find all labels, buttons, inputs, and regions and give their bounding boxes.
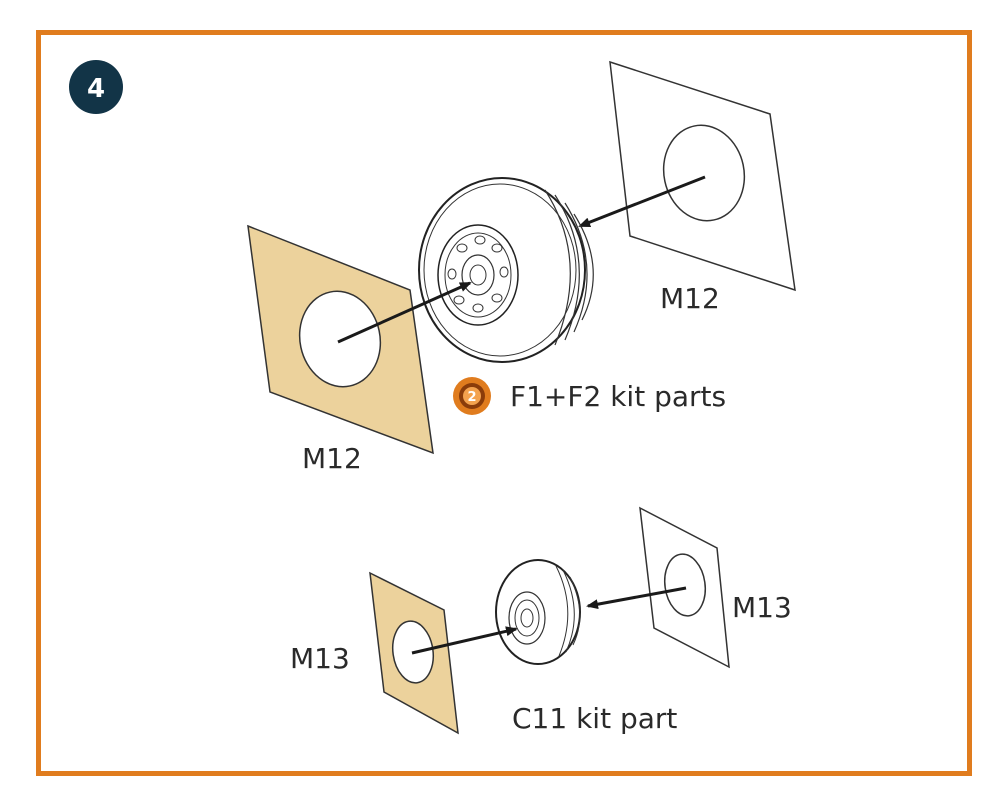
rear-mask-arrow bbox=[578, 175, 706, 228]
tail-wheel-illustration bbox=[495, 559, 581, 665]
label-tail-front-mask-m13: M13 bbox=[290, 642, 350, 675]
step-number-badge: 4 bbox=[69, 60, 123, 114]
label-main-wheel-parts: F1+F2 kit parts bbox=[510, 380, 726, 413]
step-number: 4 bbox=[87, 74, 105, 104]
tail-front-arrow bbox=[411, 626, 518, 655]
step-badge-circle bbox=[69, 60, 123, 114]
front-mask-arrow bbox=[337, 281, 472, 344]
label-tail-wheel-part: C11 kit part bbox=[512, 702, 677, 735]
main-wheel-illustration bbox=[418, 177, 594, 363]
instruction-frame bbox=[36, 30, 972, 776]
main-wheel-rear-mask bbox=[609, 60, 796, 292]
orange-circled-2-icon: 2 bbox=[453, 377, 491, 415]
svg-text:2: 2 bbox=[467, 390, 476, 405]
label-rear-mask-m12: M12 bbox=[660, 282, 720, 315]
label-front-mask-m12: M12 bbox=[302, 442, 362, 475]
label-tail-rear-mask-m13: M13 bbox=[732, 591, 792, 624]
tail-rear-arrow bbox=[586, 586, 687, 610]
